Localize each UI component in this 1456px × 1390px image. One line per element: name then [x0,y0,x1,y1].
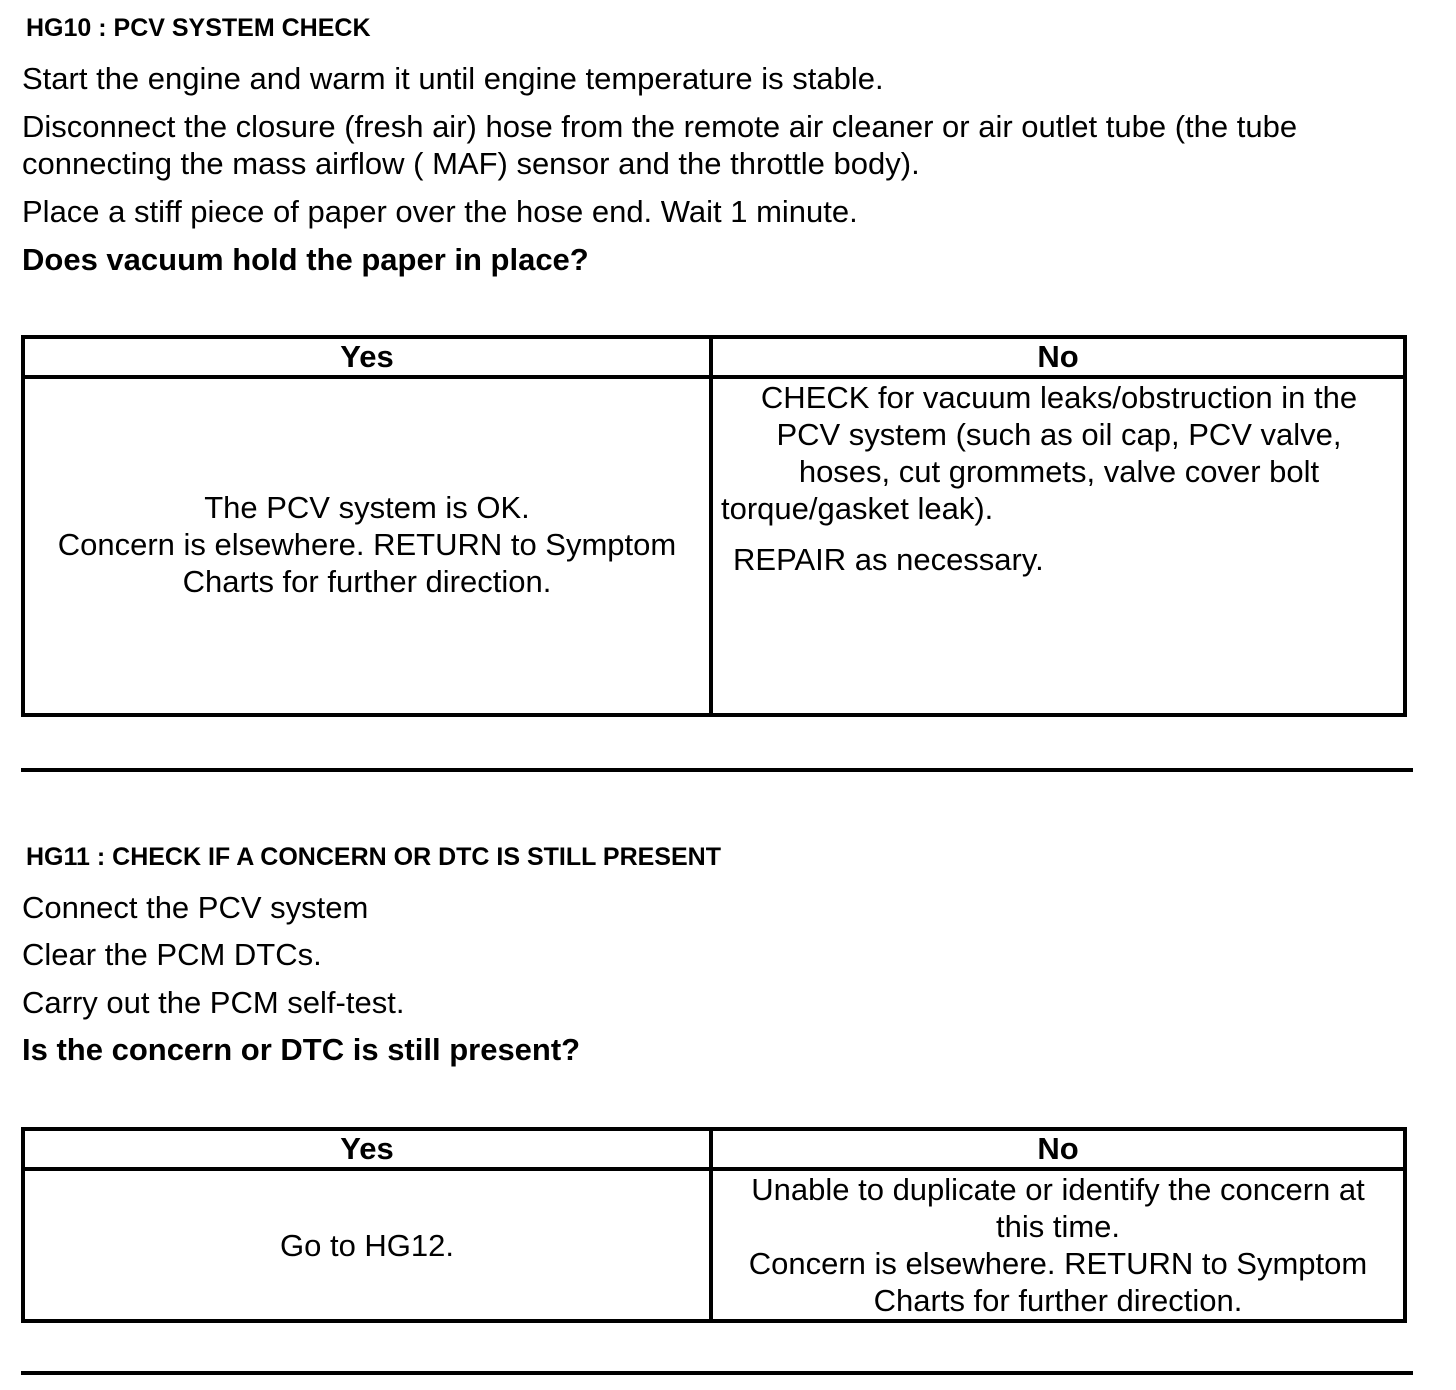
hg11-no-cell: Unable to duplicate or identify the conc… [709,1167,1407,1323]
hg11-no-line-4: Charts for further direction. [873,1283,1243,1318]
hg10-no-header: No [709,335,1407,379]
hg11-no-line-3: Concern is elsewhere. RETURN to Symptom [748,1246,1368,1281]
hg10-step-3: Place a stiff piece of paper over the ho… [22,194,858,229]
hg10-no-line-3: hoses, cut grommets, valve cover bolt [798,454,1320,489]
hg11-no-line-1: Unable to duplicate or identify the conc… [751,1172,1365,1207]
section-divider-1 [21,768,1413,772]
hg10-no-action: REPAIR as necessary. [733,542,1044,577]
section-divider-2 [21,1371,1413,1375]
hg10-step-2: Disconnect the closure (fresh air) hose … [22,109,1298,181]
hg11-yes-header: Yes [21,1127,713,1171]
hg10-yes-header: Yes [21,335,713,379]
hg11-no-line-2: this time. [995,1209,1121,1244]
hg11-result-table: Yes No Go to HG12. Unable to duplicate o… [21,1127,1407,1323]
hg11-title: HG11 : CHECK IF A CONCERN OR DTC IS STIL… [26,843,721,871]
hg10-no-line-2: PCV system (such as oil cap, PCV valve, [776,417,1342,452]
hg10-no-line-1: CHECK for vacuum leaks/obstruction in th… [760,380,1358,415]
hg11-step-1: Connect the PCV system [22,890,369,925]
hg11-step-3: Carry out the PCM self-test. [22,985,405,1020]
hg10-title: HG10 : PCV SYSTEM CHECK [26,14,371,42]
hg10-yes-line-3: Charts for further direction. [182,563,552,599]
hg10-no-line-4: torque/gasket leak). [721,491,994,526]
hg10-step-1: Start the engine and warm it until engin… [22,61,884,96]
hg11-yes-text: Go to HG12. [279,1227,455,1263]
hg10-question: Does vacuum hold the paper in place? [22,242,589,277]
hg11-yes-cell: Go to HG12. [21,1167,713,1323]
hg11-question: Is the concern or DTC is still present? [22,1032,581,1067]
hg10-no-cell: CHECK for vacuum leaks/obstruction in th… [709,375,1407,717]
hg10-yes-line-1: The PCV system is OK. [204,489,530,525]
hg11-no-header: No [709,1127,1407,1171]
hg10-yes-line-2: Concern is elsewhere. RETURN to Symptom [57,526,677,562]
hg11-step-2: Clear the PCM DTCs. [22,937,322,972]
hg10-result-table: Yes No The PCV system is OK. Concern is … [21,335,1407,717]
hg10-yes-cell: The PCV system is OK. Concern is elsewhe… [21,375,713,717]
